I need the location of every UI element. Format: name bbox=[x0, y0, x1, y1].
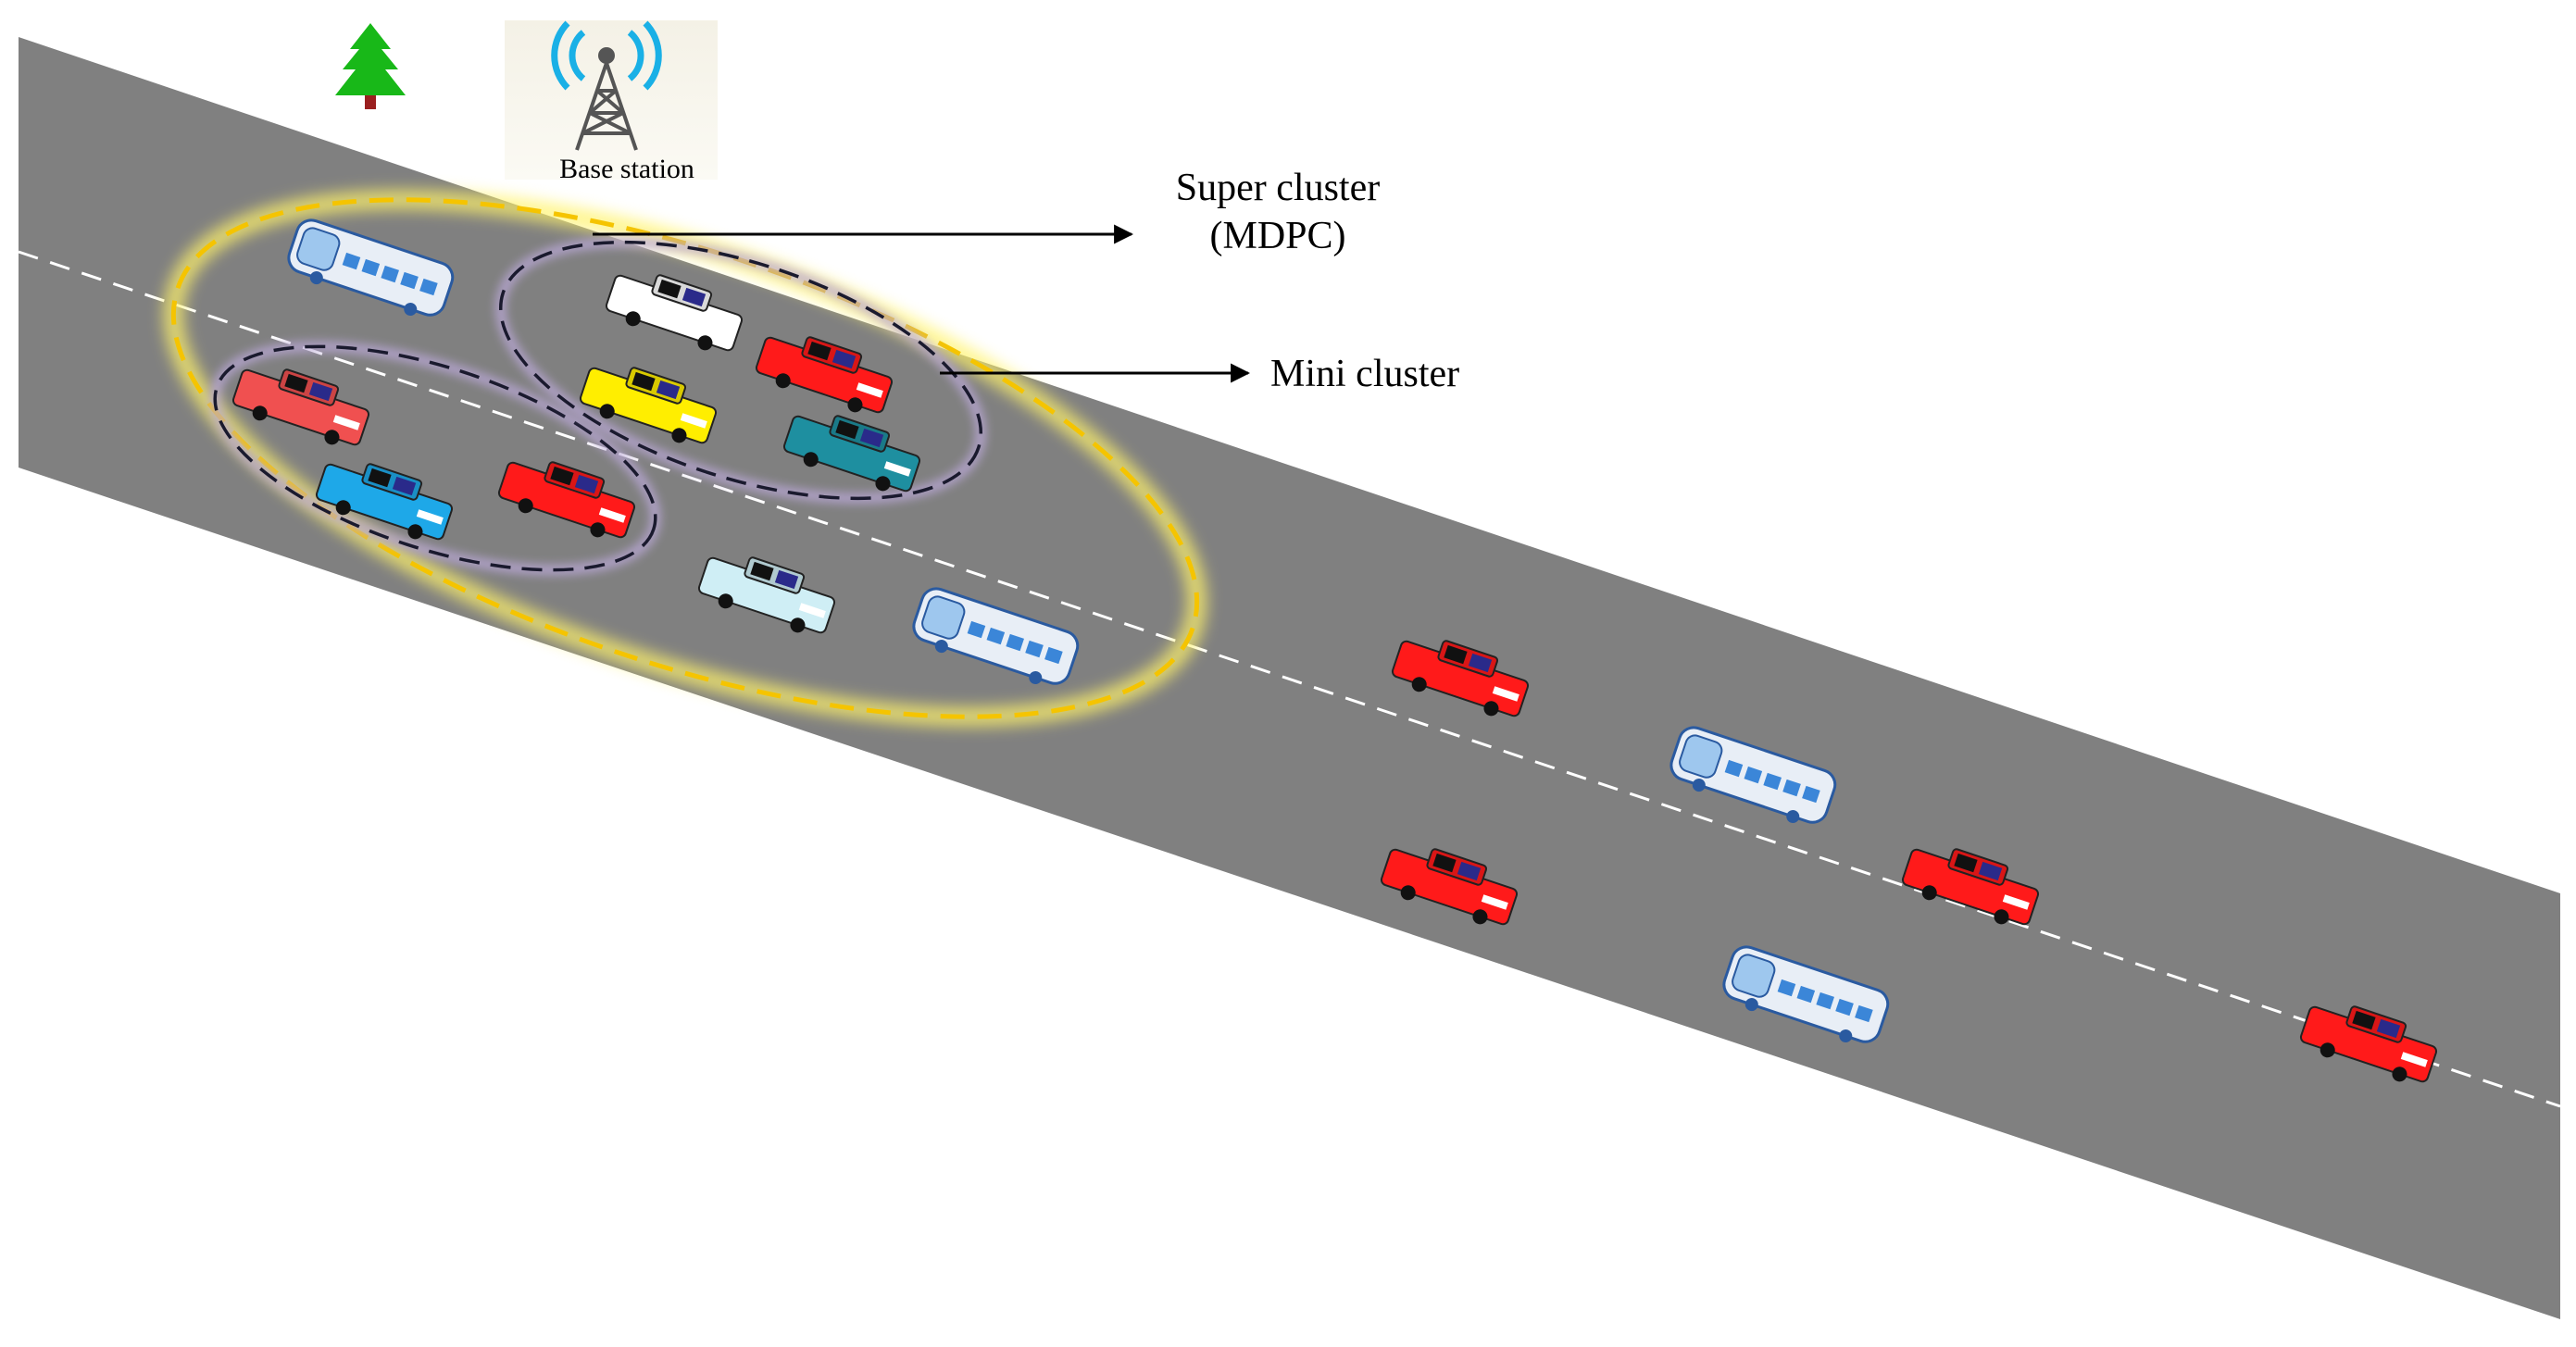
vehicles-layer bbox=[231, 218, 2438, 1083]
bus-icon bbox=[1722, 945, 1890, 1043]
car-icon bbox=[782, 415, 921, 493]
super-cluster-label-sub: (MDPC) bbox=[1209, 215, 1345, 257]
mini-cluster-ring-right bbox=[494, 236, 987, 505]
car-icon bbox=[1391, 640, 1530, 717]
super-cluster-label: Super cluster bbox=[1176, 167, 1380, 209]
car-icon bbox=[2299, 1005, 2438, 1083]
car-icon bbox=[605, 274, 744, 352]
base-station-label: Base station bbox=[559, 154, 694, 184]
bus-icon bbox=[912, 587, 1080, 685]
mini-cluster-ring-left bbox=[209, 341, 661, 576]
car-icon bbox=[697, 556, 836, 634]
car-icon bbox=[315, 463, 454, 541]
car-icon bbox=[1901, 848, 2040, 926]
car-icon bbox=[231, 368, 370, 446]
car-icon bbox=[579, 367, 718, 444]
bus-icon bbox=[1669, 726, 1837, 824]
car-icon bbox=[755, 336, 894, 414]
base-station: Base station bbox=[505, 20, 718, 184]
mini-cluster-label: Mini cluster bbox=[1270, 353, 1459, 395]
tree-icon bbox=[335, 23, 406, 109]
car-icon bbox=[1380, 848, 1519, 926]
car-icon bbox=[497, 461, 636, 539]
lane-marking bbox=[18, 250, 2561, 1108]
bus-icon bbox=[287, 218, 455, 317]
